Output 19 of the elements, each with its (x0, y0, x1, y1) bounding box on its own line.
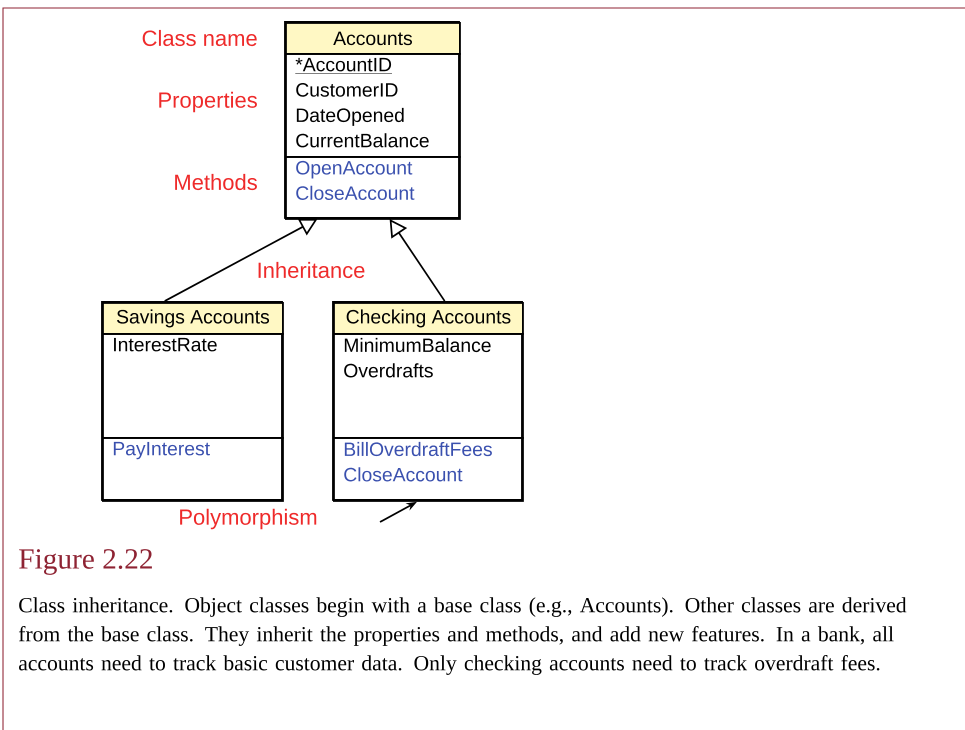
methods-compartment: BillOverdraftFees CloseAccount (333, 437, 524, 502)
figure-title: Figure 2.22 (19, 549, 152, 575)
properties-compartment: *AccountID CustomerID DateOpened CurrentBalance (285, 53, 461, 158)
annotation-label: Properties (159, 92, 257, 112)
class-name-compartment: Savings Accounts (102, 302, 284, 335)
caption: Class inheritance. Object classes begin with a base class (e.g., Accounts). Other classes are derived from the base class. They inherit the properties and methods, and add new features. In a bank, all accounts need to track basic customer data. Only checking accounts need to track overdraft fees. (18, 597, 906, 675)
annotation-label: Class name (142, 30, 257, 46)
annotation-label: Polymorphism (180, 508, 316, 530)
class-box (332, 301, 523, 501)
class-name-compartment: Accounts (285, 22, 461, 55)
class-name-compartment: Checking Accounts (333, 302, 524, 335)
methods-compartment: OpenAccount CloseAccount (285, 156, 461, 220)
class-box (284, 21, 460, 219)
properties-compartment: MinimumBalance Overdrafts (333, 333, 524, 439)
annotation-label: Methods (175, 174, 257, 190)
class-box (101, 301, 283, 501)
methods-compartment: PayInterest (102, 437, 284, 502)
annotation-label: Inheritance (258, 262, 364, 278)
properties-compartment: InterestRate (102, 333, 284, 439)
